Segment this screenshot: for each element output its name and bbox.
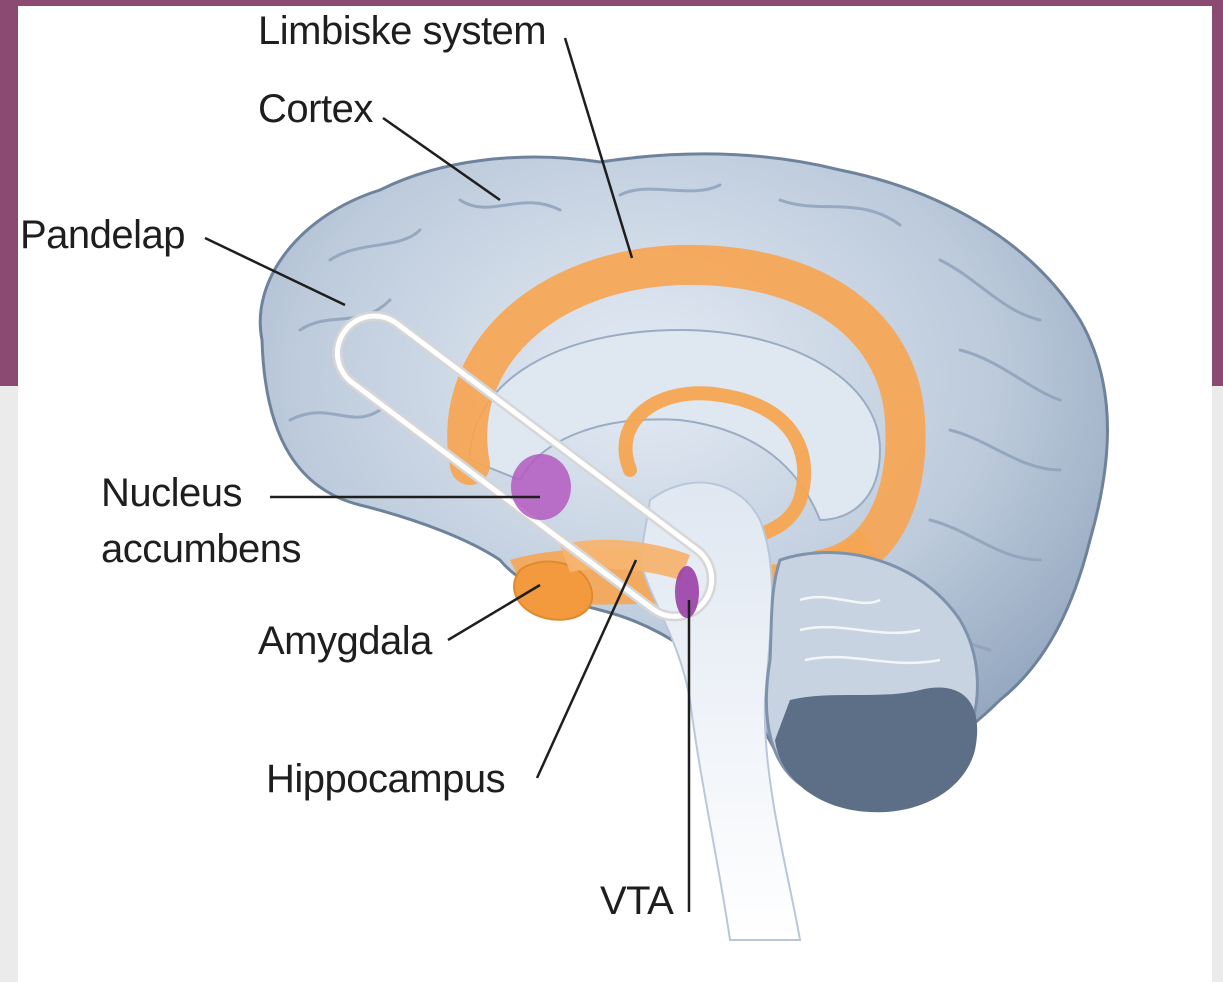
nucleus-accumbens	[511, 454, 571, 520]
cerebellum-dark	[775, 688, 977, 813]
label-nucleus-line1: Nucleus	[101, 470, 242, 516]
label-vta: VTA	[600, 878, 673, 924]
label-nucleus-line2: accumbens	[101, 526, 301, 572]
vta-region	[675, 566, 699, 618]
label-pandelap: Pandelap	[20, 212, 185, 258]
label-cortex: Cortex	[258, 86, 373, 132]
label-amygdala: Amygdala	[258, 618, 432, 664]
label-hippocampus: Hippocampus	[266, 756, 505, 802]
label-limbic-system: Limbiske system	[258, 8, 546, 54]
leader-amygdala	[448, 585, 540, 640]
